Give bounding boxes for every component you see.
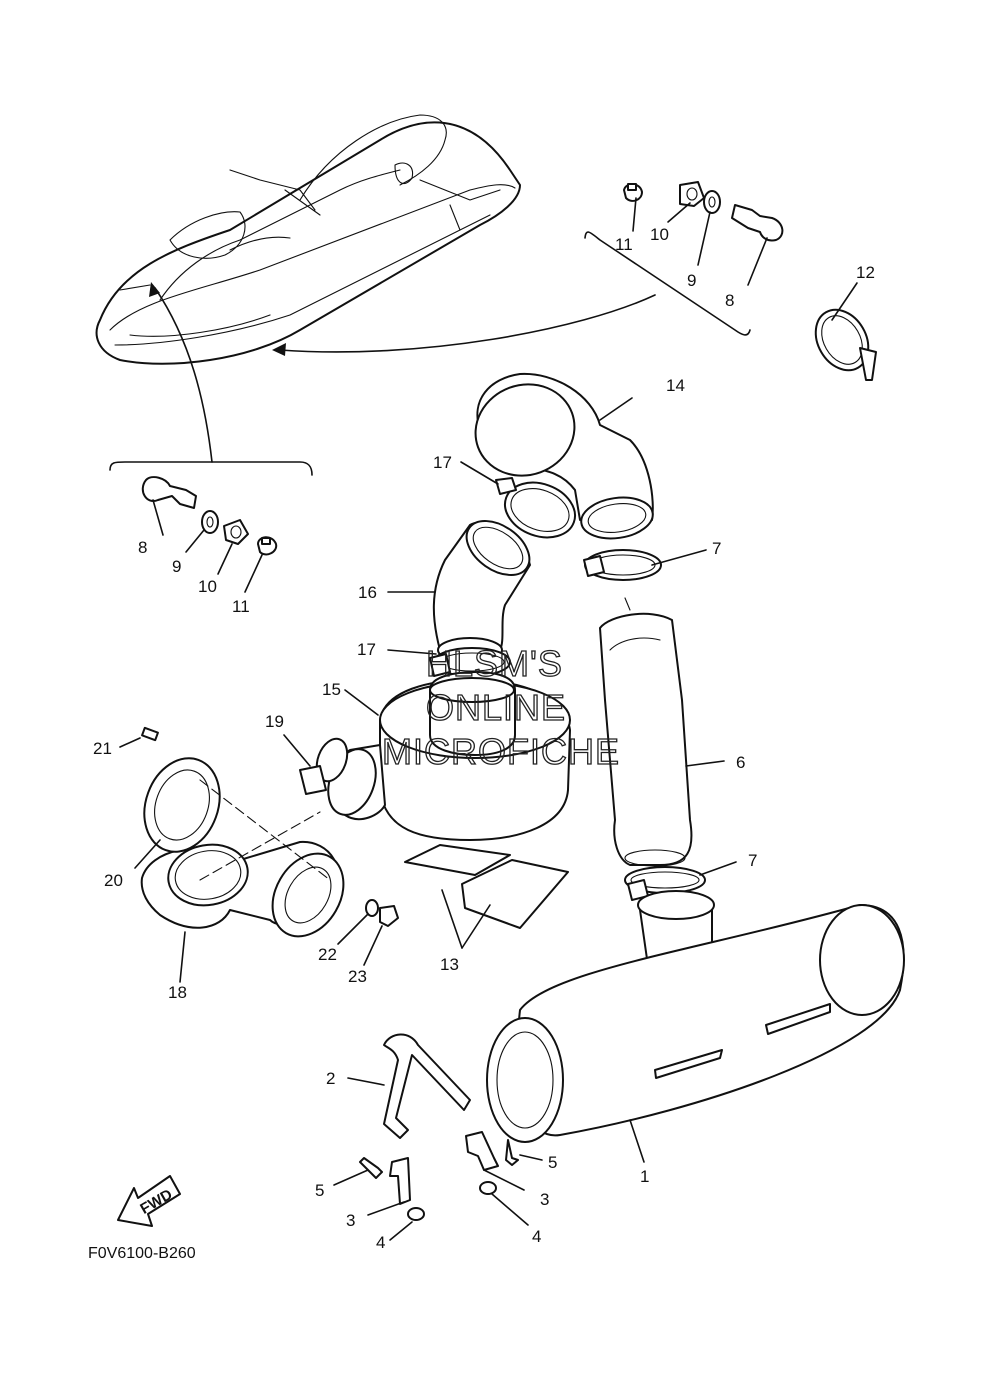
callout-5-right: 5 <box>548 1153 557 1172</box>
callout-numbers: 1 2 3 3 4 4 5 5 6 7 7 8 8 9 9 10 10 11 1… <box>93 225 875 1252</box>
callout-1: 1 <box>640 1167 649 1186</box>
callout-7-upper: 7 <box>712 539 721 558</box>
callout-19: 19 <box>265 712 284 731</box>
lower-callout-brace <box>109 282 313 476</box>
callout-10-upper: 10 <box>650 225 669 244</box>
callout-11-upper: 11 <box>615 235 633 254</box>
rivet-right <box>505 1139 519 1166</box>
hose-clamp-small-upper <box>623 183 643 202</box>
watermark-line-2: ONLINE <box>426 687 566 728</box>
muffler-assembly <box>486 890 905 1143</box>
callout-7-lower: 7 <box>748 851 757 870</box>
callout-12: 12 <box>856 263 875 282</box>
watermark-line-1: HLSM'S <box>426 643 563 684</box>
figure-code: F0V6100-B260 <box>88 1245 196 1262</box>
callout-9-upper: 9 <box>687 271 696 290</box>
nut-outlet <box>379 905 399 927</box>
washer-lower <box>201 510 219 534</box>
hose-clamp-small-lower <box>257 536 278 556</box>
screw-small <box>141 726 159 742</box>
callout-17-upper: 17 <box>433 453 452 472</box>
rubber-elbow-joint <box>474 372 654 540</box>
hose-clamp-7-upper <box>583 549 662 581</box>
watermark-line-3: MICROFICHE <box>382 731 620 772</box>
upper-callout-brace <box>272 231 751 356</box>
callout-16: 16 <box>358 583 377 602</box>
exhaust-hose <box>599 597 693 867</box>
callout-20: 20 <box>104 871 123 890</box>
callout-21: 21 <box>93 739 112 758</box>
washer-outlet <box>365 899 379 917</box>
washer-bracket-left <box>407 1207 425 1221</box>
callout-4-right: 4 <box>532 1227 541 1246</box>
callout-23: 23 <box>348 967 367 986</box>
watercraft-hull-drawing <box>95 114 521 365</box>
callout-11-lower: 11 <box>232 597 250 616</box>
drain-plug-bolt-upper <box>731 204 784 242</box>
alignment-line-2 <box>199 811 321 881</box>
callout-6: 6 <box>736 753 745 772</box>
muffler-strap <box>383 1033 471 1139</box>
bracket-right <box>465 1131 499 1171</box>
callout-17-lower: 17 <box>357 640 376 659</box>
callout-14: 14 <box>666 376 685 395</box>
watermark: HLSM'S ONLINE MICROFICHE <box>381 642 620 772</box>
drain-plug-bolt-lower <box>141 476 197 509</box>
hose-clamp-upper <box>495 477 576 539</box>
outlet-ring-plate <box>143 757 221 853</box>
callout-5-left: 5 <box>315 1181 324 1200</box>
alignment-line <box>199 779 331 881</box>
callout-3-right: 3 <box>540 1190 549 1209</box>
washer-bracket-right <box>479 1181 497 1195</box>
callout-8-lower: 8 <box>138 538 147 557</box>
callout-18: 18 <box>168 983 187 1002</box>
damper-pads <box>404 844 569 929</box>
nut-lower <box>223 519 249 545</box>
callout-2: 2 <box>326 1069 335 1088</box>
nut-upper <box>679 181 705 207</box>
bracket-left <box>389 1157 411 1205</box>
hose-clamp-7-lower <box>624 866 706 901</box>
rivet-left <box>359 1157 383 1179</box>
band-clamp-large <box>814 308 877 381</box>
callout-9-lower: 9 <box>172 557 181 576</box>
callout-15: 15 <box>322 680 341 699</box>
leader-lines <box>119 197 858 1241</box>
exhaust-elbow-pipe <box>432 520 531 663</box>
fwd-direction-arrow: FWD <box>117 1175 181 1227</box>
callout-10-lower: 10 <box>198 577 217 596</box>
callout-3-left: 3 <box>346 1211 355 1230</box>
callout-8-upper: 8 <box>725 291 734 310</box>
hose-clamp-side <box>299 737 349 795</box>
callout-4-left: 4 <box>376 1233 385 1252</box>
washer-upper <box>703 190 721 214</box>
water-lock-chamber <box>327 671 571 841</box>
callout-13: 13 <box>440 955 459 974</box>
hose-clamp-lower <box>429 647 511 677</box>
callout-22: 22 <box>318 945 337 964</box>
exhaust-outlet-pipe <box>140 840 345 938</box>
